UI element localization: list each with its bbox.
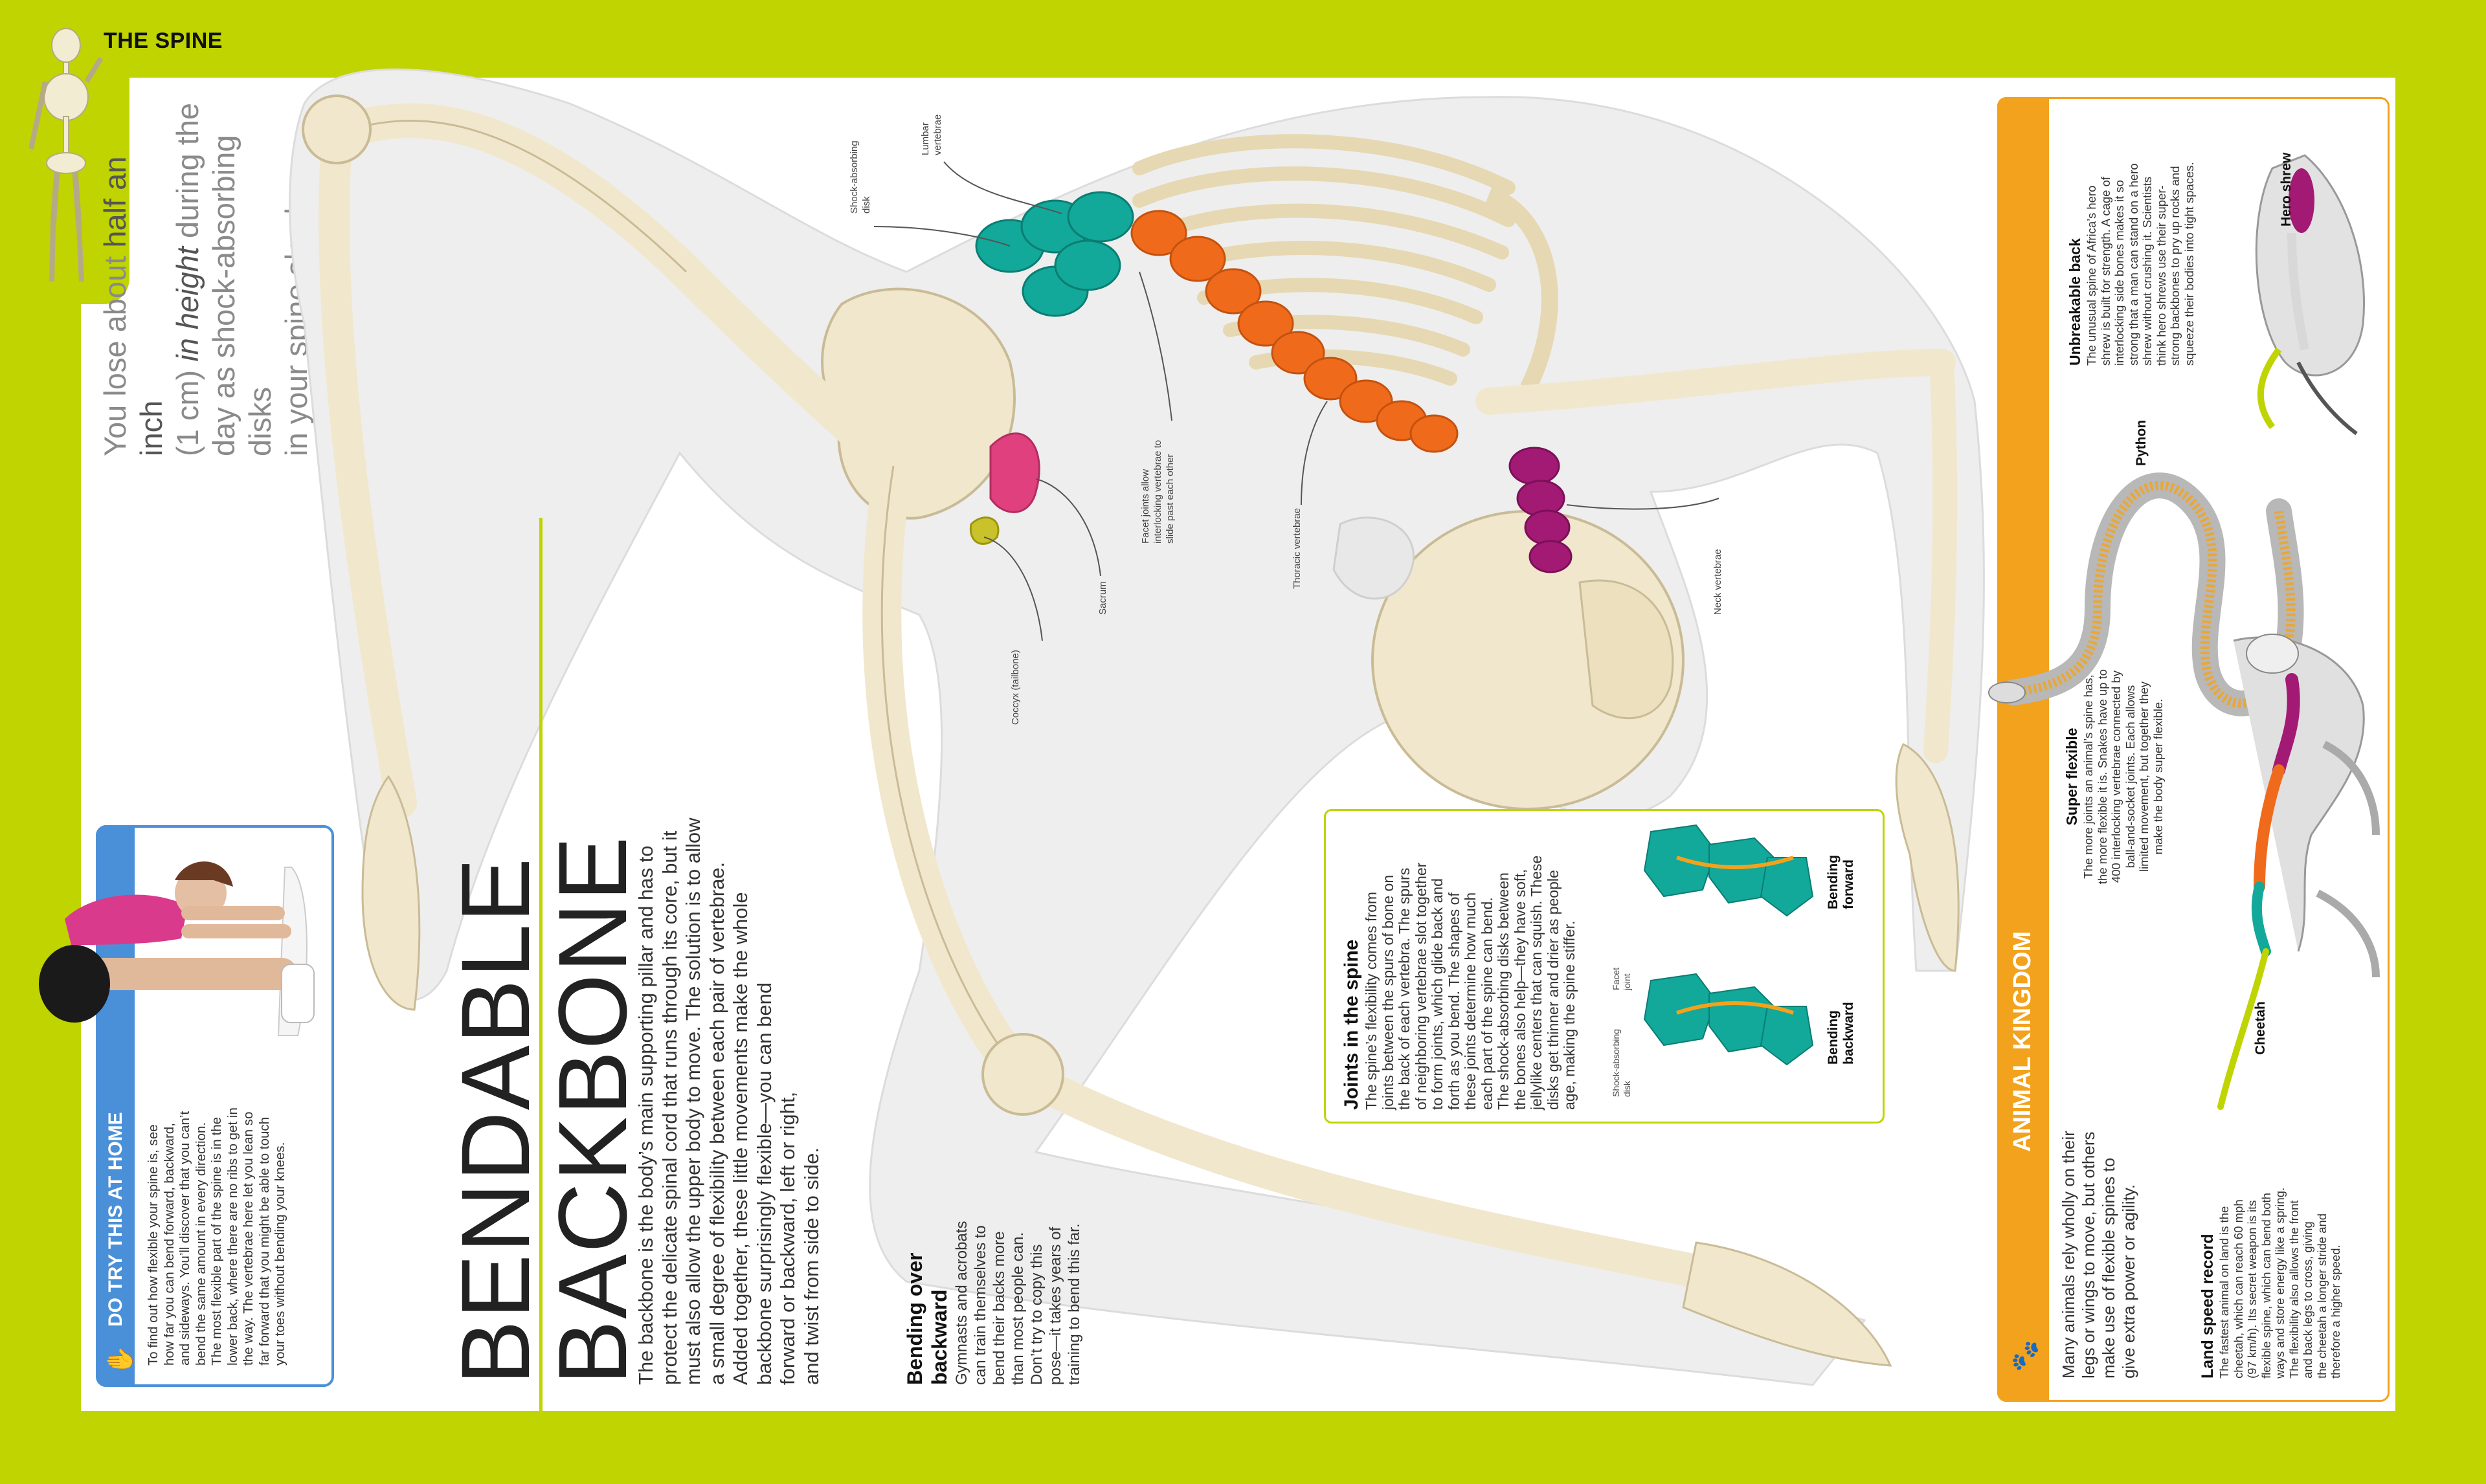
label-sacrum: Sacrum <box>1097 581 1108 615</box>
label-thoracic: Thoracic vertebrae <box>1292 507 1303 589</box>
animal-header <box>1997 97 2049 1402</box>
animal-heading: ANIMAL KINGDOM <box>2009 931 2036 1152</box>
page-title: BENDABLE BACKBONE <box>441 835 647 1385</box>
bending-section: Bending over backward Gymnasts and acrob… <box>903 1221 1083 1385</box>
skeleton-thumbnail-icon <box>28 28 104 282</box>
intro-text: The backbone is the body’s main supporti… <box>634 817 823 1385</box>
python-label: Python <box>2134 419 2149 466</box>
right-band <box>2395 0 2486 1484</box>
cheetah-label: Cheetah <box>2253 1001 2268 1055</box>
top-band <box>0 0 2486 78</box>
vertebrae-diagram <box>1643 824 1814 1066</box>
try-home-text: To find out how flexible your spine is, … <box>146 1107 287 1366</box>
hand-icon: ✋ <box>107 1344 134 1375</box>
cheetah-skeleton-illustration <box>2217 634 2380 1110</box>
animal-icon: 🐾 <box>2011 1340 2039 1372</box>
land-speed-section: Land speed record The fastest animal on … <box>2199 1187 2342 1379</box>
joints-text: Joints in the spine The spine’s flexibil… <box>1341 855 1578 1110</box>
bottom-band <box>0 1411 2486 1484</box>
try-home-heading: DO TRY THIS AT HOME <box>105 1112 126 1327</box>
title-accent-bar <box>539 518 543 1411</box>
unbreakable-section: Unbreakable back The unusual spine of Af… <box>2066 162 2196 366</box>
section-title: THE SPINE <box>104 28 223 53</box>
label-neck: Neck vertebrae <box>1712 549 1723 615</box>
stretching-girl-photo <box>39 861 315 1036</box>
hero-shrew-illustration <box>2255 154 2366 436</box>
label-coccyx: Coccyx (tailbone) <box>1010 650 1021 725</box>
hero-shrew-label: Hero shrew <box>2279 152 2294 227</box>
